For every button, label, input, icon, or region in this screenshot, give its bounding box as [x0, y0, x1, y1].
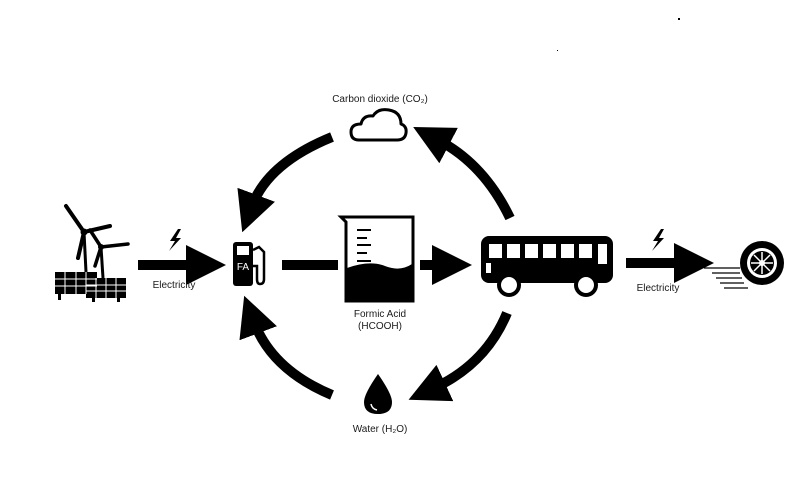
formic-acid-label: Formic Acid (HCOOH) [322, 309, 438, 333]
cloud-icon [349, 108, 408, 142]
water-label: Water (H₂O) [352, 424, 408, 435]
water-drop-highlight [370, 403, 378, 411]
fuel-pump-icon: FA [233, 242, 266, 286]
bus-to-water-arrow [408, 311, 512, 402]
formic-acid-name: Formic Acid [353, 309, 407, 320]
electricity-label-right: Electricity [636, 283, 680, 294]
formic-acid-formula: (HCOOH) [358, 321, 402, 332]
bus-icon [481, 236, 613, 297]
speck [557, 50, 558, 51]
wind-solar-icon [55, 204, 130, 302]
fuel-pump-mark: FA [237, 262, 250, 273]
wheel-icon [704, 241, 784, 289]
co2-to-pump-arrow [237, 132, 334, 233]
water-drop-icon [364, 374, 392, 414]
water-to-pump-arrow [239, 295, 334, 400]
lightning-icon [169, 229, 181, 251]
speck [678, 18, 680, 20]
beaker-icon [337, 215, 415, 303]
bus-to-co2-arrow [413, 127, 515, 221]
co2-label: Carbon dioxide (CO₂) [332, 94, 428, 105]
lightning-icon [652, 229, 664, 251]
electricity-label-left: Electricity [152, 280, 196, 291]
